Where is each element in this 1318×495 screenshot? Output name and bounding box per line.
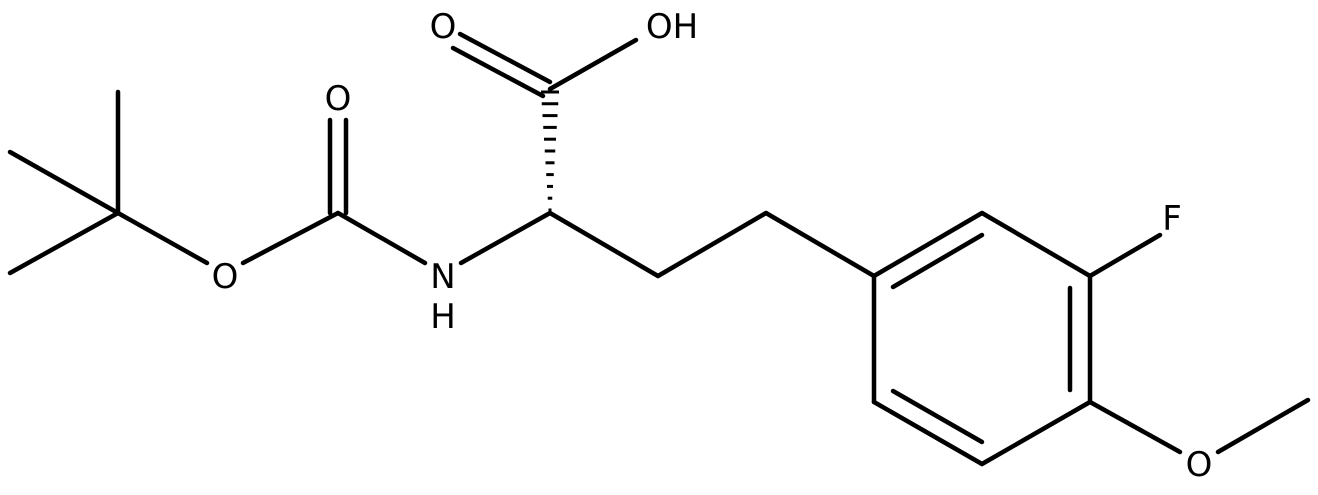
atom-label-h: H (430, 297, 456, 337)
atom-label-oh: OH (646, 7, 698, 47)
bond-tbu-upper-left (7, 149, 121, 216)
ring-bond-2 (979, 210, 1093, 279)
bond-ring-to-methoxy-o (1087, 399, 1183, 455)
ring-bond-5-inner (890, 388, 985, 445)
bond-n-to-alpha (458, 210, 553, 266)
ring-bond-4 (979, 399, 1093, 467)
bond-acid-carbonyl-double-a (457, 31, 553, 85)
ring-bond-1 (871, 210, 985, 279)
hashed-wedge-stereo-bond (541, 90, 559, 212)
atom-label-f: F (1162, 199, 1182, 239)
atom-label-o-boc-carbonyl: O (325, 79, 352, 119)
ring-bond-1-inner (890, 232, 985, 290)
bond-ring-to-f (1087, 232, 1163, 279)
bond-methoxy-o-to-methyl (1215, 397, 1311, 455)
bond-tbu-to-ester-o (115, 210, 210, 266)
bond-carbonyl-to-n (335, 210, 428, 266)
bond-tbu-lower-left (7, 210, 121, 276)
bond-ester-o-to-carbonyl (240, 210, 341, 266)
bond-alpha-to-beta (547, 210, 661, 279)
atom-label-n: N (430, 257, 455, 297)
bond-beta-to-gamma (655, 210, 769, 279)
atom-label-o-boc-ester: O (212, 257, 239, 297)
bond-gamma-to-ring (763, 210, 877, 279)
ring-bond-5 (871, 399, 985, 467)
atom-label-o-acid-carbonyl: O (430, 7, 457, 47)
bond-acid-carbonyl-double-b (450, 45, 546, 99)
bond-acid-to-oh (547, 37, 639, 92)
atom-label-o-methoxy: O (1186, 445, 1213, 485)
